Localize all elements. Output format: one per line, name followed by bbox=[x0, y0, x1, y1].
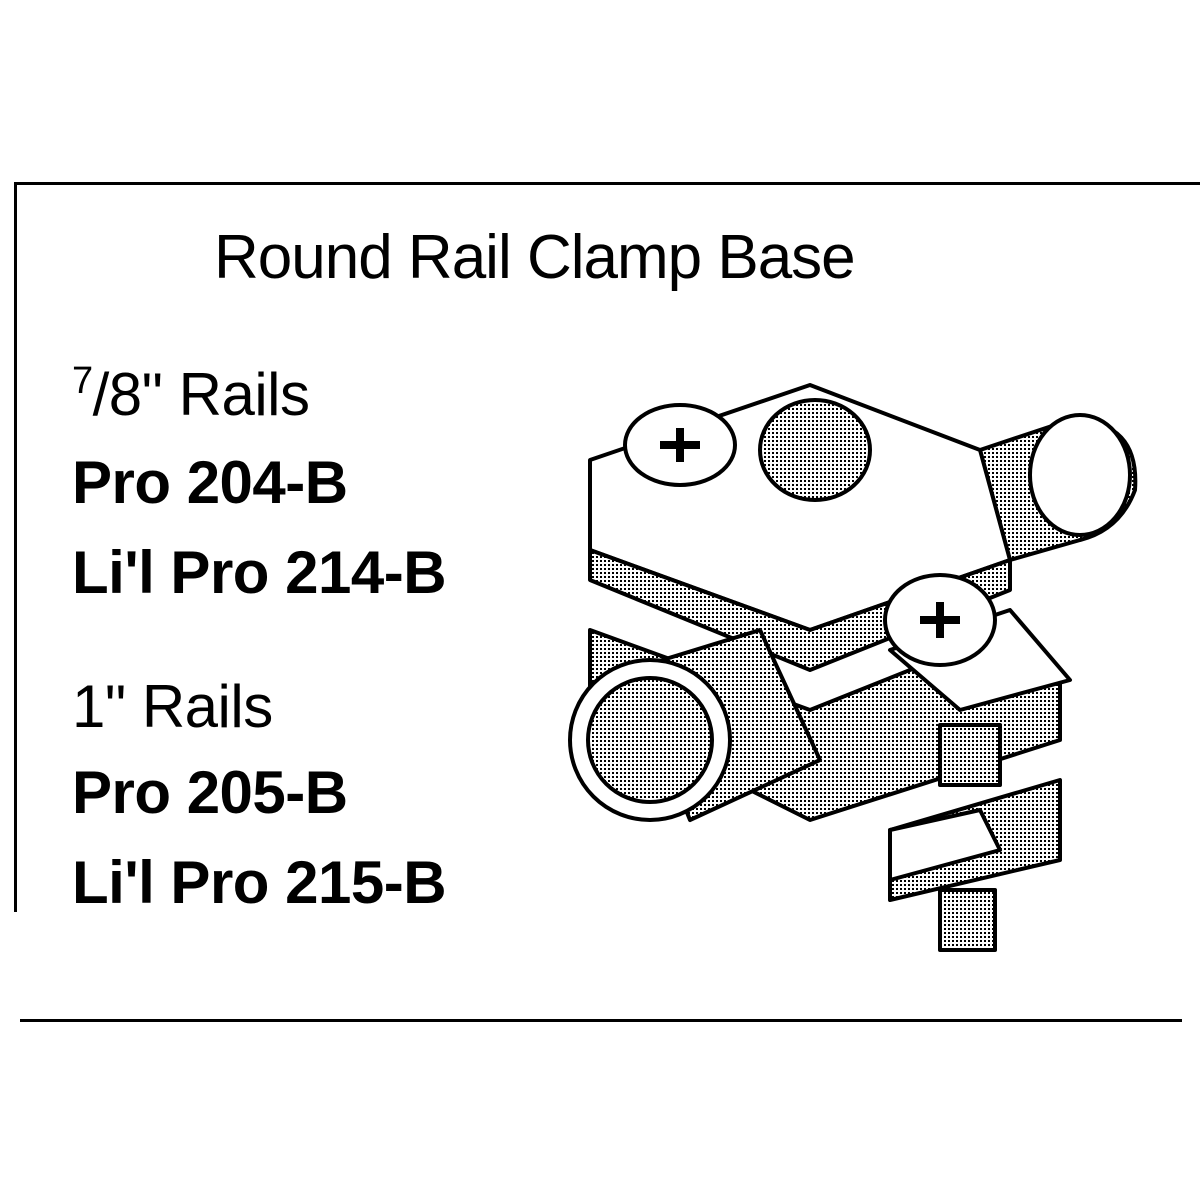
model-pro-205b: Pro 205-B bbox=[72, 759, 348, 826]
frame-bottom-border bbox=[20, 1019, 1182, 1022]
clamp-illustration bbox=[568, 383, 1138, 952]
model-lil-pro-215b: Li'l Pro 215-B bbox=[72, 849, 447, 916]
model-lil-pro-214b: Li'l Pro 214-B bbox=[72, 539, 447, 606]
product-title: Round Rail Clamp Base bbox=[214, 223, 856, 292]
rail-size-heading-1: 1" Rails bbox=[72, 673, 273, 740]
fraction-numerator: 7 bbox=[72, 360, 93, 402]
fraction-rest: /8" Rails bbox=[92, 361, 310, 428]
model-pro-204b: Pro 204-B bbox=[72, 449, 348, 516]
frame-top-border bbox=[14, 182, 1200, 185]
frame-left-border bbox=[14, 182, 17, 912]
rail-size-heading-7-8: 7/8" Rails bbox=[72, 360, 310, 429]
